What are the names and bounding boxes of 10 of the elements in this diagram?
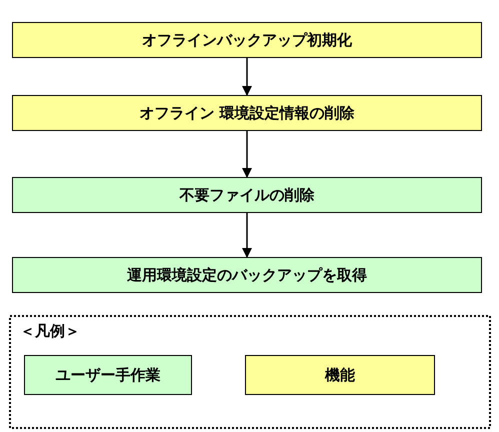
- legend-swatch: 機能: [245, 355, 435, 395]
- process-box: 運用環境設定のバックアップを取得: [12, 257, 482, 293]
- legend-heading: ＜凡例＞: [20, 322, 80, 341]
- process-box: オフラインバックアップ初期化: [12, 22, 482, 58]
- arrow: [242, 213, 252, 258]
- process-box: 不要ファイルの削除: [12, 177, 482, 213]
- legend-swatch: ユーザー手作業: [24, 355, 192, 395]
- arrow: [242, 131, 252, 178]
- process-box: オフライン 環境設定情報の削除: [12, 95, 482, 131]
- arrow: [242, 58, 252, 96]
